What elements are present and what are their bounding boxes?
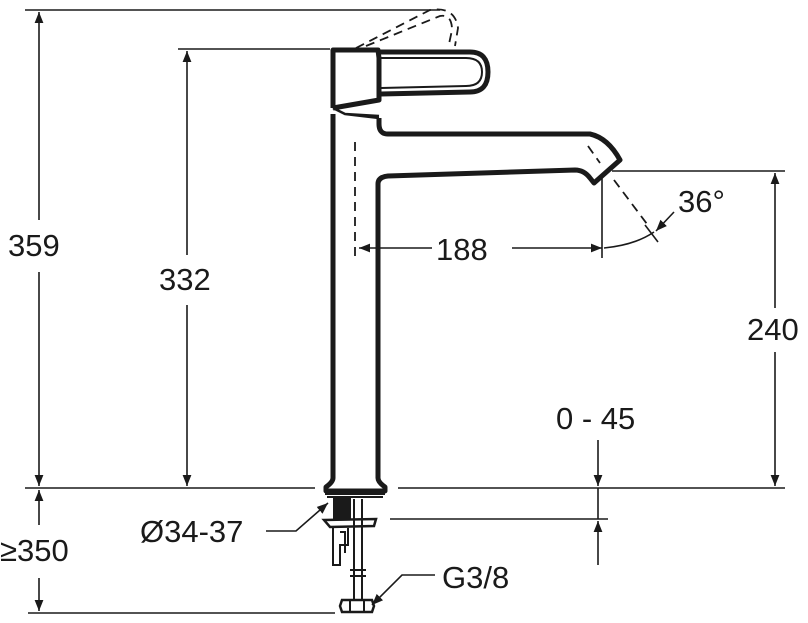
mounting-hardware: [321, 498, 378, 614]
dim-spout-outlet-height: 240: [745, 312, 801, 347]
dim-spout-reach: 188: [434, 232, 490, 267]
dim-spout-angle: 36°: [676, 184, 727, 219]
dim-hole-diameter: Ø34-37: [138, 514, 246, 549]
dim-overall-height: 359: [6, 228, 62, 263]
dim-connection-thread: G3/8: [440, 560, 512, 595]
extension-lines: [25, 9, 785, 614]
dim-deck-thickness: 0 - 45: [554, 401, 638, 436]
dim-hose-clearance: ≥350: [0, 533, 71, 568]
dimension-lines: [34, 12, 780, 611]
hidden-and-alt-lines: [354, 8, 651, 262]
faucet-outline: [323, 47, 623, 498]
dim-body-height: 332: [157, 262, 213, 297]
